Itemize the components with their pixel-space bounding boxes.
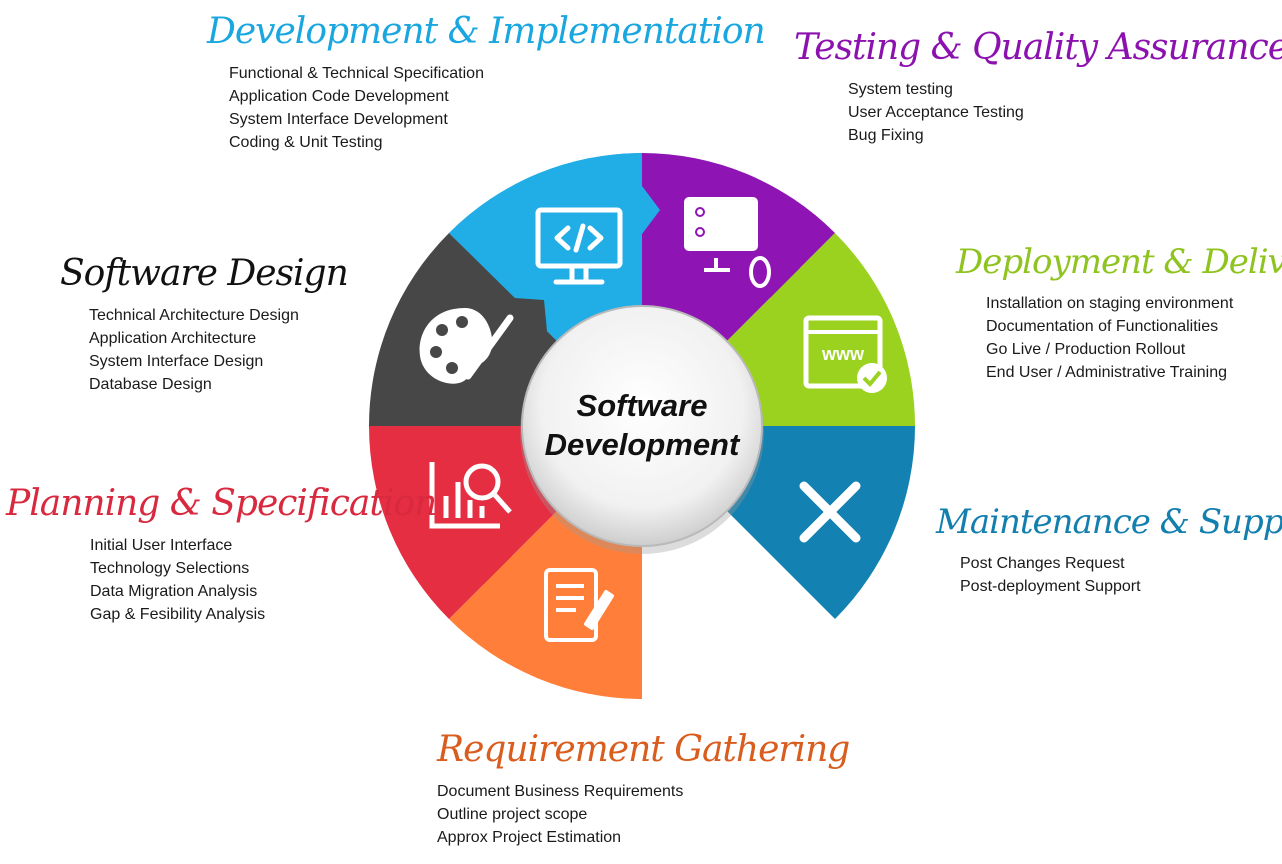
- list-item: Database Design: [89, 376, 212, 393]
- list-item: Application Code Development: [229, 88, 449, 105]
- phase-title: Planning & Specification: [6, 483, 437, 524]
- list-item: Gap & Fesibility Analysis: [90, 606, 266, 623]
- phase-title: Maintenance & Support: [936, 502, 1282, 542]
- list-item: System Interface Design: [89, 353, 264, 370]
- monitor-code-icon: [535, 207, 623, 285]
- wrench-screwdriver-icon: [799, 481, 861, 543]
- www-check-icon: www: [803, 315, 887, 393]
- list-item: System testing: [848, 81, 953, 98]
- list-item: Bug Fixing: [848, 127, 924, 144]
- phase-design: Software Design Technical Architecture D…: [60, 252, 349, 396]
- list-item: Technology Selections: [90, 560, 250, 577]
- phase-planning: Planning & Specification Initial User In…: [6, 482, 437, 626]
- center-title-line2: Development: [544, 427, 740, 462]
- phase-deployment: Deployment & Delivery Installation on st…: [956, 240, 1282, 384]
- phase-testing: Testing & Quality Assurance System testi…: [794, 26, 1282, 147]
- list-item: Application Architecture: [89, 330, 257, 347]
- list-item: Coding & Unit Testing: [229, 134, 383, 151]
- phase-title: Development & Implementation: [207, 11, 766, 52]
- list-item: Document Business Requirements: [437, 783, 684, 800]
- list-item: Technical Architecture Design: [89, 307, 299, 324]
- phase-title: Software Design: [60, 253, 349, 294]
- palette-brush-icon: [419, 308, 514, 384]
- list-item: Post-deployment Support: [960, 578, 1141, 595]
- list-item: Initial User Interface: [90, 537, 233, 554]
- center-title-line1: Software: [576, 388, 708, 423]
- document-pen-icon: [544, 568, 614, 642]
- phase-requirement: Requirement Gathering Document Business …: [437, 728, 850, 849]
- phase-maintenance: Maintenance & Support Post Changes Reque…: [936, 500, 1282, 598]
- list-item: Approx Project Estimation: [437, 829, 622, 846]
- monitor-test-icon: [684, 197, 771, 288]
- list-item: User Acceptance Testing: [848, 104, 1024, 121]
- list-item: Post Changes Request: [960, 555, 1125, 572]
- list-item: Installation on staging environment: [986, 295, 1234, 312]
- list-item: Documentation of Functionalities: [986, 318, 1219, 335]
- svg-text:www: www: [821, 344, 865, 364]
- list-item: Functional & Technical Specification: [229, 65, 484, 82]
- list-item: Outline project scope: [437, 806, 588, 823]
- center-title: Software Development: [522, 386, 762, 464]
- phase-development: Development & Implementation Functional …: [207, 10, 766, 154]
- chart-magnifier-icon: [429, 462, 512, 529]
- list-item: System Interface Development: [229, 111, 448, 128]
- phase-title: Testing & Quality Assurance: [794, 27, 1282, 68]
- list-item: End User / Administrative Training: [986, 364, 1227, 381]
- hub-circle: [521, 305, 763, 547]
- list-item: Data Migration Analysis: [90, 583, 258, 600]
- phase-title: Deployment & Delivery: [956, 242, 1282, 282]
- phase-title: Requirement Gathering: [437, 729, 850, 770]
- list-item: Go Live / Production Rollout: [986, 341, 1186, 358]
